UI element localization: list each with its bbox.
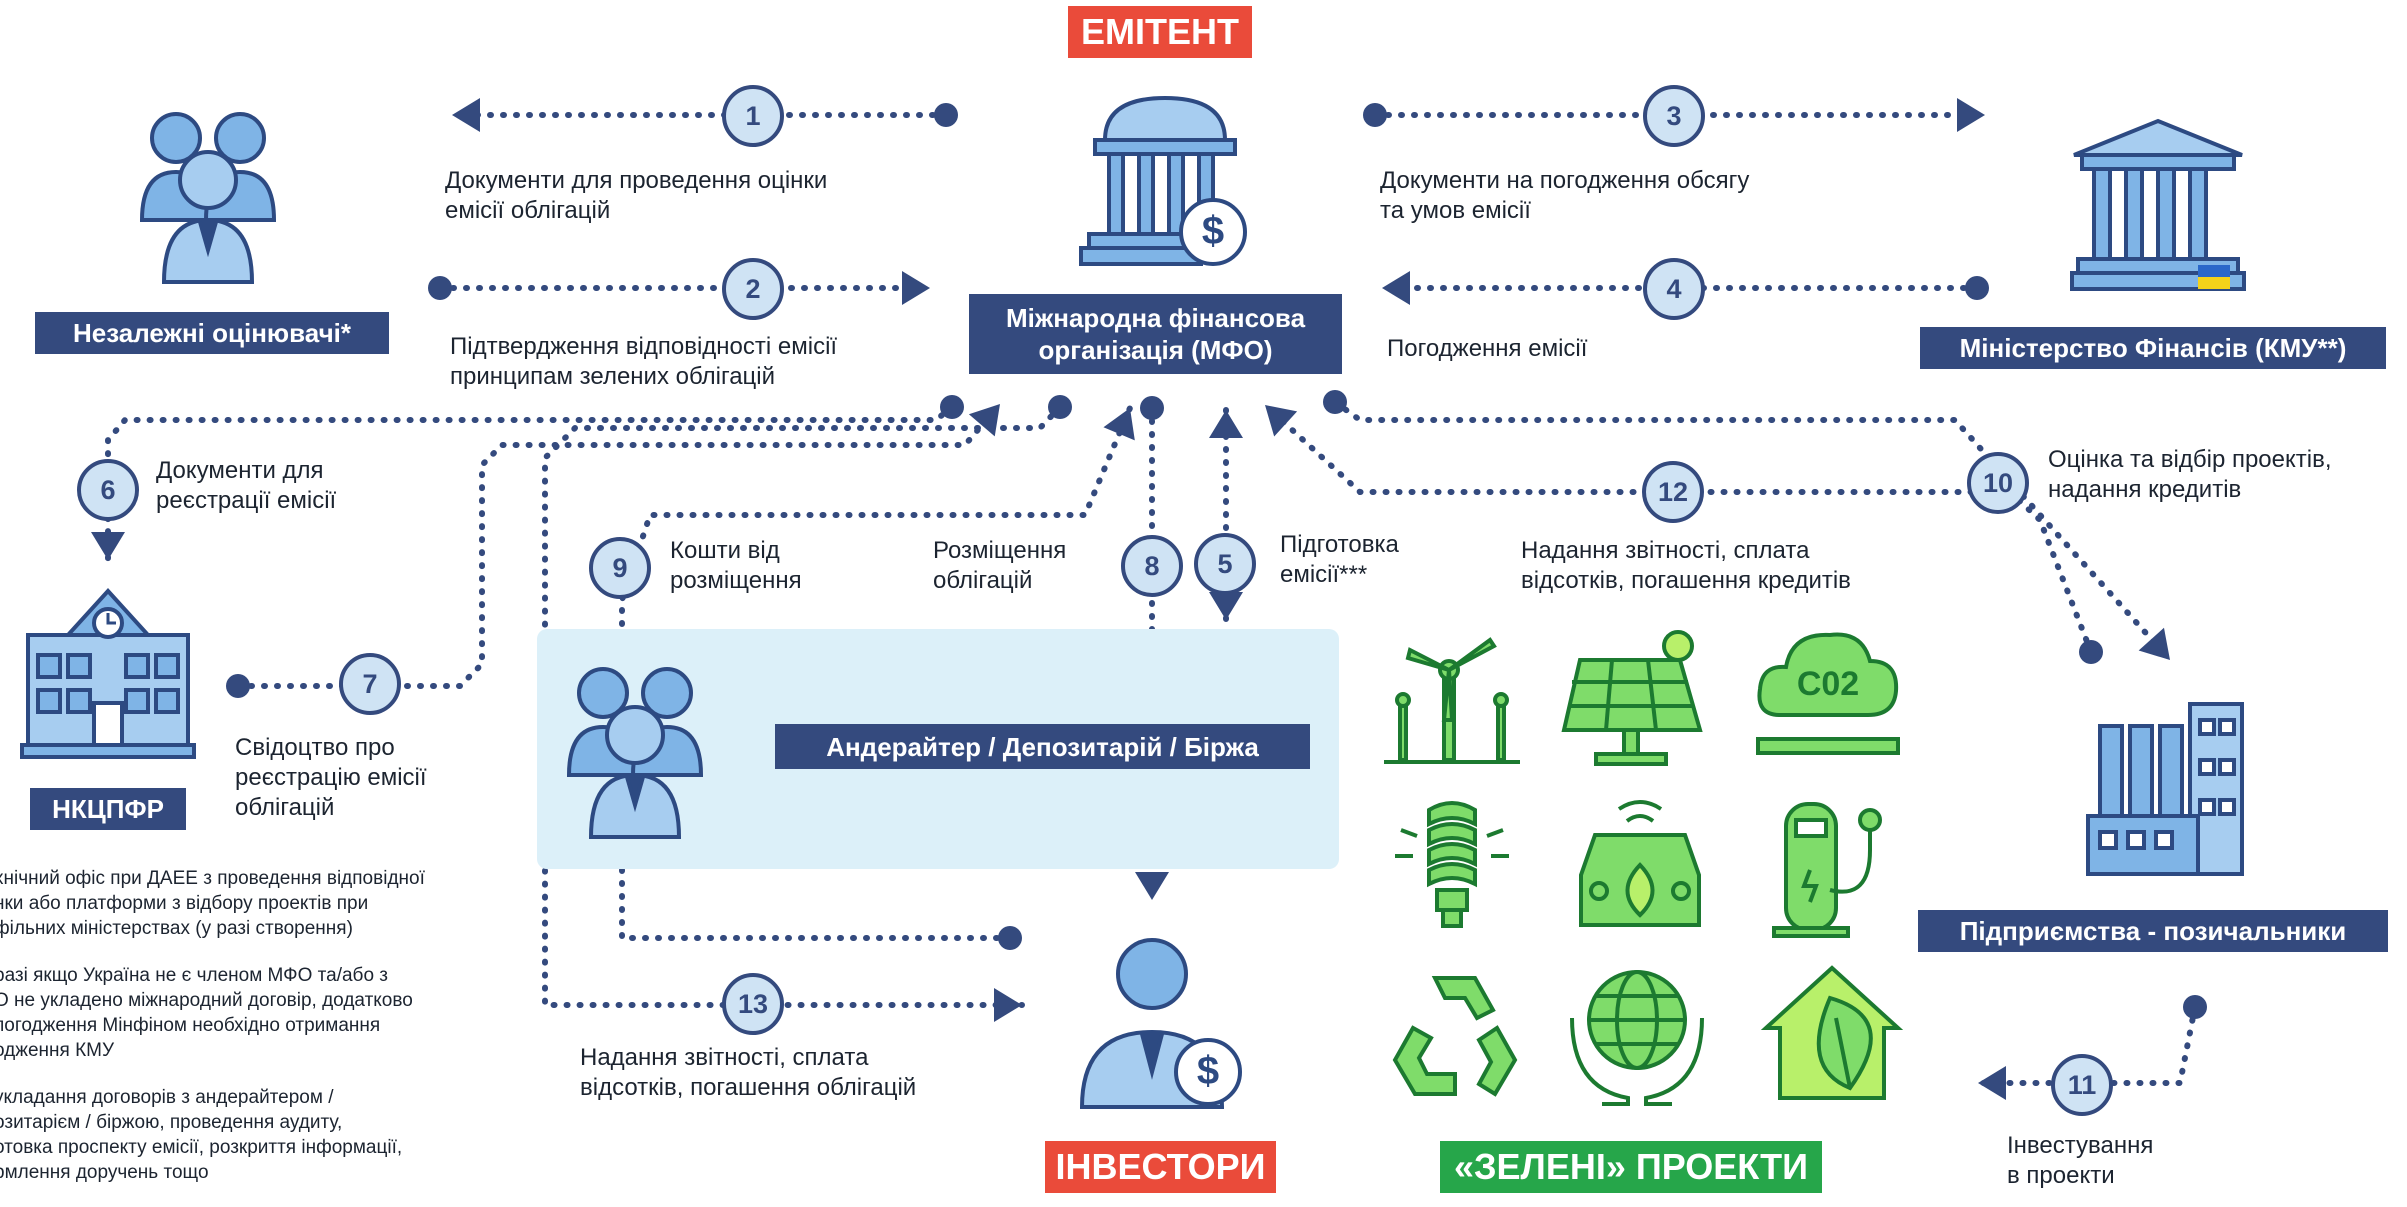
- borrowers-label: Підприємства - позичальники: [1918, 910, 2388, 952]
- solar-panel-icon: [1561, 630, 1703, 766]
- step-7-text: Свідоцтво про реєстрацію емісії облігаці…: [235, 734, 427, 821]
- step-1-text: Документи для проведення оцінки емісії о…: [445, 167, 828, 224]
- step-2-circle: 2: [722, 258, 784, 320]
- flow-12-arrowhead: [1265, 405, 1298, 437]
- flow-5-arrowhead: [1209, 592, 1243, 620]
- eco-bulb-icon: [1395, 801, 1509, 928]
- flow-4-arrowhead: [1382, 271, 1410, 305]
- footnote-1: хнічний офіс при ДАЕЕ з проведення відпо…: [0, 868, 425, 939]
- flow-2-start-dot: [428, 276, 452, 300]
- flow-5-arrowhead-start: [1209, 410, 1243, 438]
- step-2-text: Підтвердження відповідності емісії принц…: [450, 333, 838, 390]
- flow-9b-arrowhead: [1103, 408, 1135, 441]
- underwriter-people-icon: [566, 667, 704, 839]
- svg-text:$: $: [1197, 1049, 1219, 1093]
- investor-dollar-icon: $: [1079, 938, 1242, 1109]
- flow-9-line: [542, 404, 1063, 1008]
- co2-text: C02: [1797, 665, 1859, 703]
- step-10-circle: 10: [1967, 452, 2029, 514]
- flow-1-arrowhead: [452, 98, 480, 132]
- flow-9-start-dot: [1048, 395, 1072, 419]
- flow-8-start-dot: [1140, 396, 1164, 420]
- people-group-icon: [139, 112, 277, 284]
- step-3-text: Документи на погодження обсягу та умов е…: [1380, 167, 1750, 224]
- flow-7-start-dot: [226, 674, 250, 698]
- charging-station-icon: [1772, 802, 1882, 938]
- underwriter-label: Андерайтер / Депозитарій / Біржа: [775, 724, 1310, 769]
- flow-10-arrowhead: [2138, 627, 2170, 660]
- step-7-circle: 7: [339, 653, 401, 715]
- step-1-circle: 1: [722, 85, 784, 147]
- step-6-text: Документи для реєстрації емісії: [156, 457, 337, 514]
- flow-2-arrowhead: [902, 271, 930, 305]
- flow-11-line: [1975, 1004, 2198, 1086]
- flow-7-line: [235, 401, 1003, 689]
- step-10-text: Оцінка та відбір проектів, надання креди…: [2048, 446, 2332, 503]
- step-8-circle: 8: [1121, 535, 1183, 597]
- step-5-text: Підготовка емісії***: [1280, 531, 1399, 588]
- flow-6-start-dot: [940, 395, 964, 419]
- ministry-label: Міністерство Фінансів (КМУ**): [1920, 327, 2386, 369]
- footnotes: хнічний офіс при ДАЕЕ з проведення відпо…: [0, 866, 514, 1207]
- flow-9b-start-dot: [998, 926, 1022, 950]
- green-house-icon: [1760, 965, 1904, 1100]
- step-4-circle: 4: [1643, 258, 1705, 320]
- flow-11-start-dot: [2183, 995, 2207, 1019]
- flow-3-arrowhead: [1957, 98, 1985, 132]
- step-11-circle: 11: [2051, 1054, 2113, 1116]
- government-building-icon: [20, 588, 196, 759]
- step-4-text: Погодження емісії: [1387, 335, 1588, 362]
- nkcpfr-label: НКЦПФР: [30, 788, 186, 830]
- investors-title: ІНВЕСТОРИ: [1045, 1141, 1276, 1193]
- step-12-circle: 12: [1642, 461, 1704, 523]
- step-13-text: Надання звітності, сплата відсотків, пог…: [580, 1044, 917, 1101]
- flow-4-start-dot: [1965, 276, 1989, 300]
- flow-3-start-dot: [1363, 103, 1387, 127]
- green-projects-title: «ЗЕЛЕНІ» ПРОЕКТИ: [1440, 1141, 1822, 1193]
- bank-dollar-icon: $: [1079, 95, 1247, 266]
- flow-8-arrowhead: [1135, 872, 1169, 900]
- issuer-title: ЕМІТЕНТ: [1068, 6, 1252, 58]
- flow-1-start-dot: [934, 103, 958, 127]
- globe-hands-icon: [1570, 970, 1704, 1106]
- step-3-circle: 3: [1643, 85, 1705, 147]
- step-9-circle: 9: [589, 537, 651, 599]
- flow-9-arrowhead: [994, 988, 1022, 1022]
- co2-cloud-icon: C02: [1756, 632, 1900, 755]
- step-5-circle: 5: [1194, 533, 1256, 595]
- flow-10-start-dot: [1323, 390, 1347, 414]
- step-8-text: Розміщення облігацій: [933, 537, 1067, 594]
- mfo-label: Міжнародна фінансова організація (МФО): [969, 294, 1342, 374]
- flow-10-line: [1332, 399, 2173, 663]
- svg-text:$: $: [1202, 209, 1224, 253]
- step-13-circle: 13: [722, 973, 784, 1035]
- wind-turbine-icon: [1384, 637, 1520, 764]
- ministry-building-icon: [2070, 118, 2246, 291]
- evaluators-label: Незалежні оцінювачі*: [35, 312, 389, 354]
- flow-12-line: [1262, 402, 2094, 655]
- footnote-2: разі якщо Україна не є членом МФО та/або…: [0, 965, 413, 1061]
- footnote-3: укладання договорів з андерайтером / ози…: [0, 1087, 403, 1183]
- flow-11-arrowhead: [1978, 1066, 2006, 1100]
- step-11-text: Інвестування в проекти: [2007, 1132, 2154, 1189]
- flow-12-start-dot: [2079, 640, 2103, 664]
- flow-7-arrowhead: [968, 404, 1000, 437]
- step-9-text: Кошти від розміщення: [670, 537, 802, 594]
- flow-6-arrowhead: [91, 532, 125, 560]
- step-6-circle: 6: [77, 459, 139, 521]
- step-12-text: Надання звітності, сплата відсотків, пог…: [1521, 537, 1851, 594]
- electric-car-icon: [1579, 800, 1701, 927]
- factory-icon: [2086, 702, 2244, 876]
- recycle-icon: [1392, 976, 1518, 1097]
